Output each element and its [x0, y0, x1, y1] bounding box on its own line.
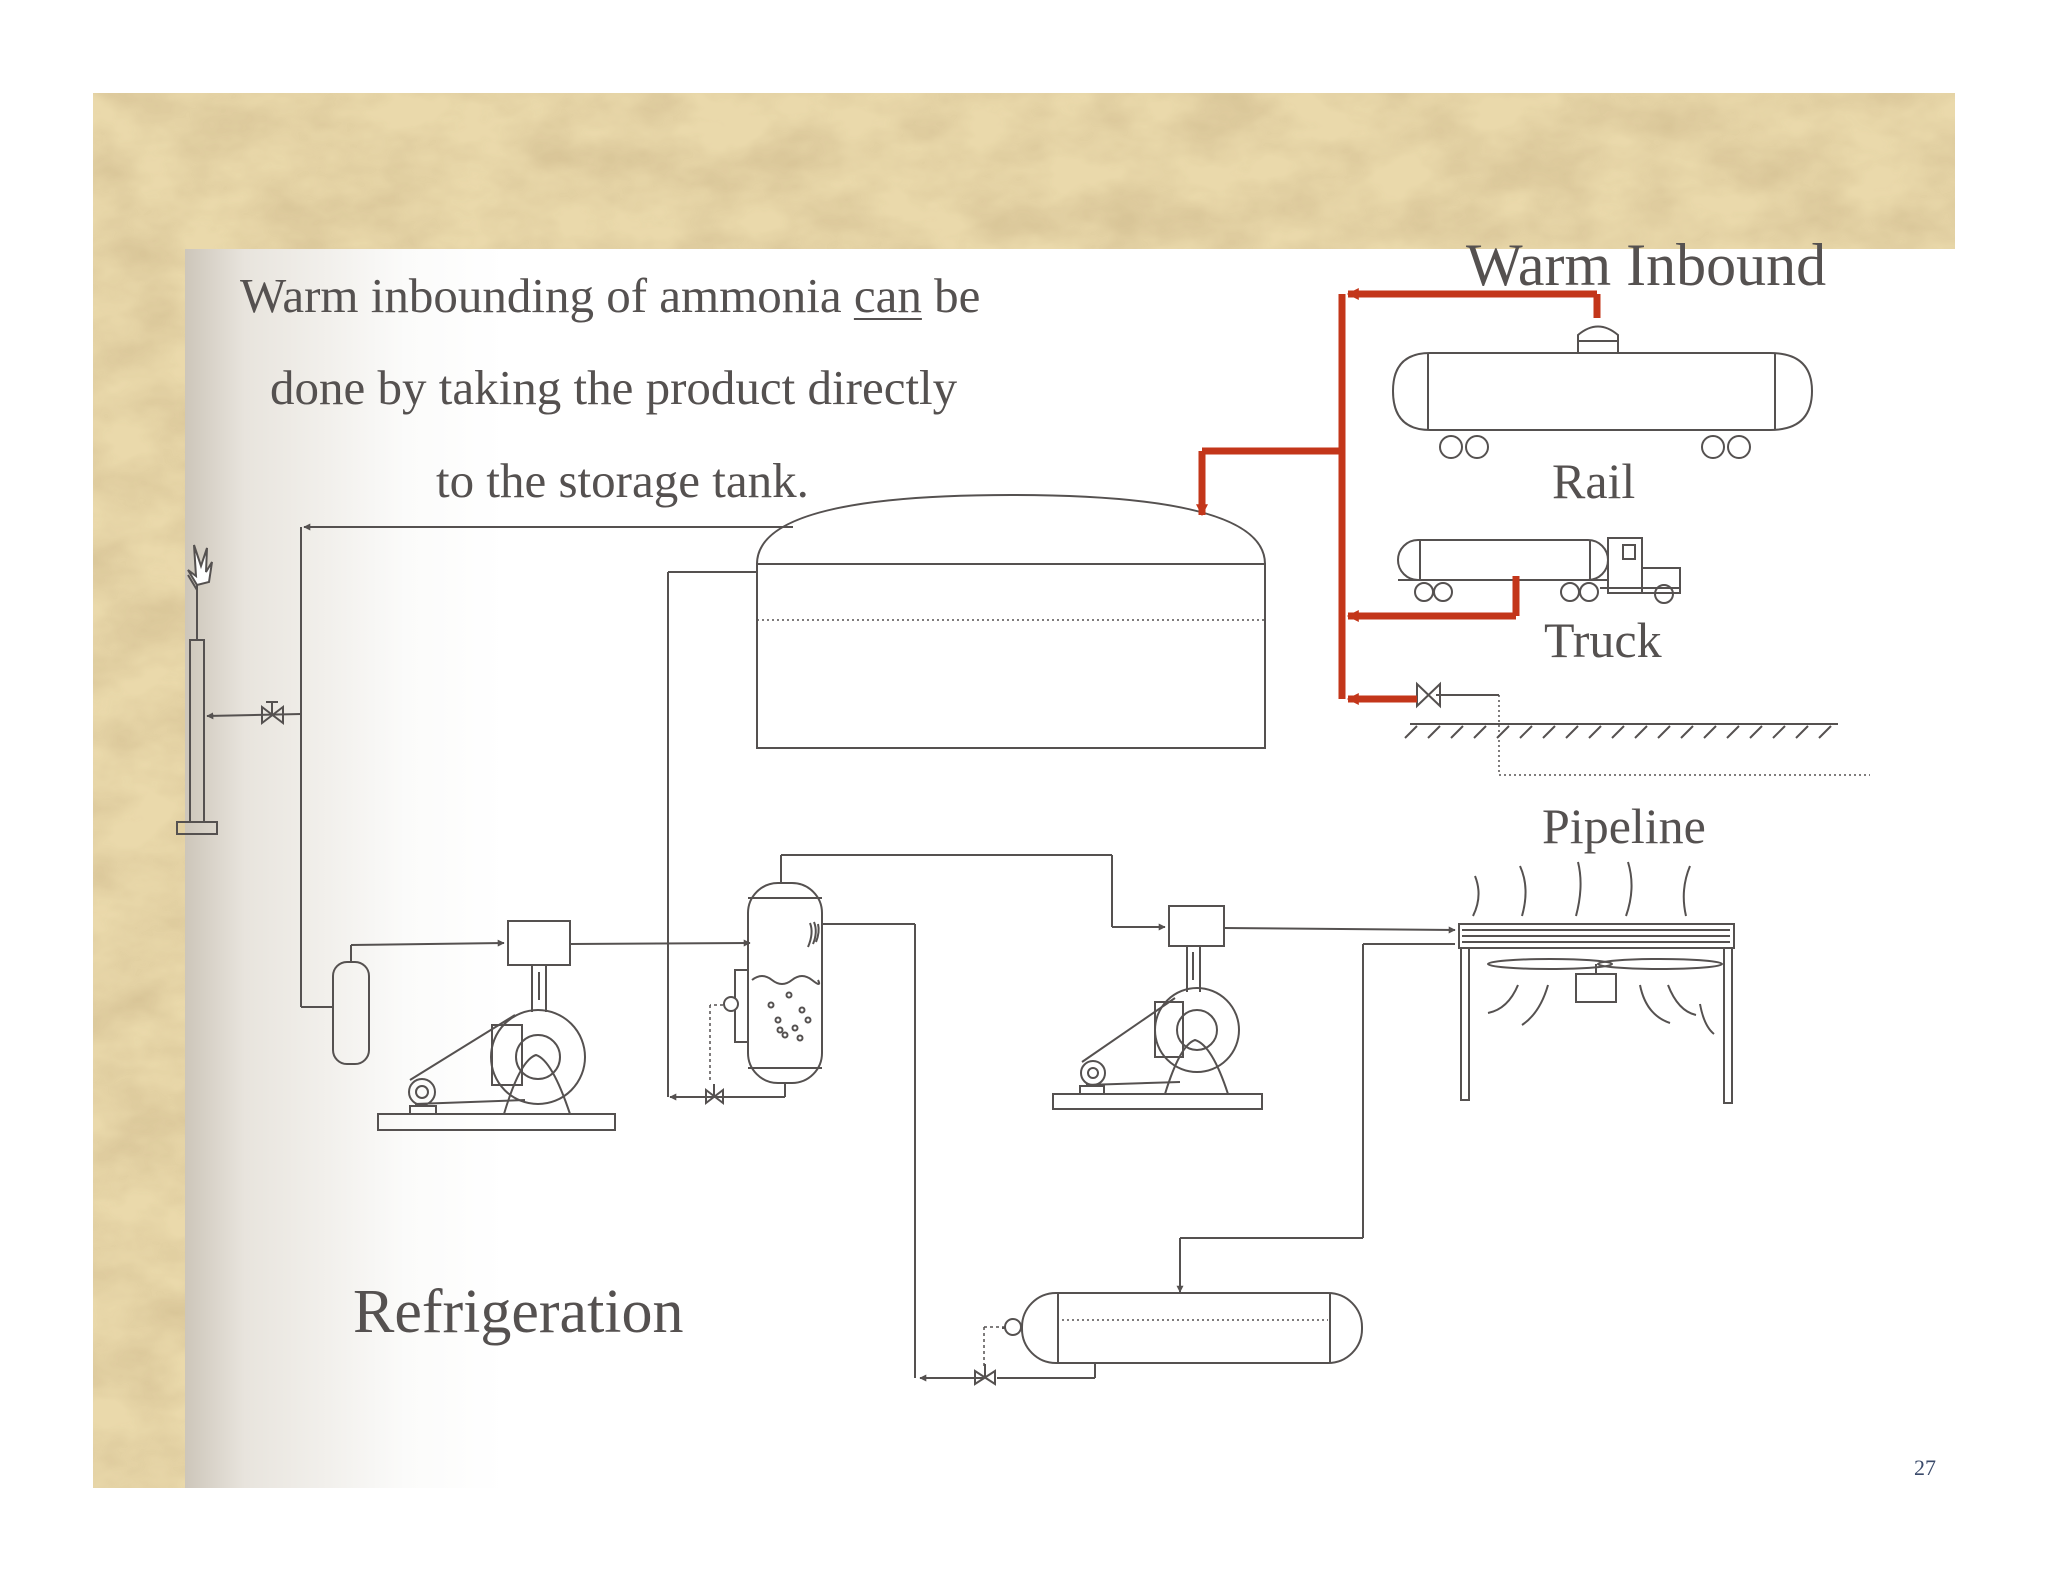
- intro-line-1: Warm inbounding of ammonia can be: [240, 268, 980, 324]
- slide-background: [93, 93, 1955, 1488]
- page-number: 27: [1914, 1455, 1936, 1480]
- intro-line-2: done by taking the product directly: [270, 360, 958, 415]
- intro-line-3: to the storage tank.: [436, 453, 809, 508]
- content-panel: [185, 249, 1955, 1488]
- receiver-vessel: [974, 1292, 1363, 1386]
- intro-line-1-end: be: [921, 268, 981, 323]
- flare-valve: [261, 701, 284, 726]
- suction-drum: [332, 939, 505, 1065]
- compressor-1: [377, 920, 616, 1131]
- truck-label: Truck: [1544, 612, 1662, 668]
- intro-line-1-start: Warm inbounding of ammonia: [240, 268, 854, 323]
- compressor-2: [1052, 905, 1263, 1110]
- economizer-vessel: [705, 882, 823, 1106]
- intro-emphasis: can: [853, 268, 922, 323]
- storage-tank: [756, 493, 1266, 749]
- pipeline-label: Pipeline: [1542, 798, 1706, 854]
- flare-stack: [176, 544, 218, 835]
- rail-tank-car: [1391, 325, 1814, 459]
- tanker-truck: [1397, 537, 1681, 604]
- refrigeration-label: Refrigeration: [353, 1278, 684, 1346]
- slide-title: Warm Inbound: [1466, 232, 1827, 298]
- pipeline-ground: [1404, 681, 1870, 776]
- air-cooled-condenser: [1458, 861, 1735, 1104]
- rail-label: Rail: [1552, 453, 1636, 509]
- warm-inbound-flow: [1196, 288, 1601, 705]
